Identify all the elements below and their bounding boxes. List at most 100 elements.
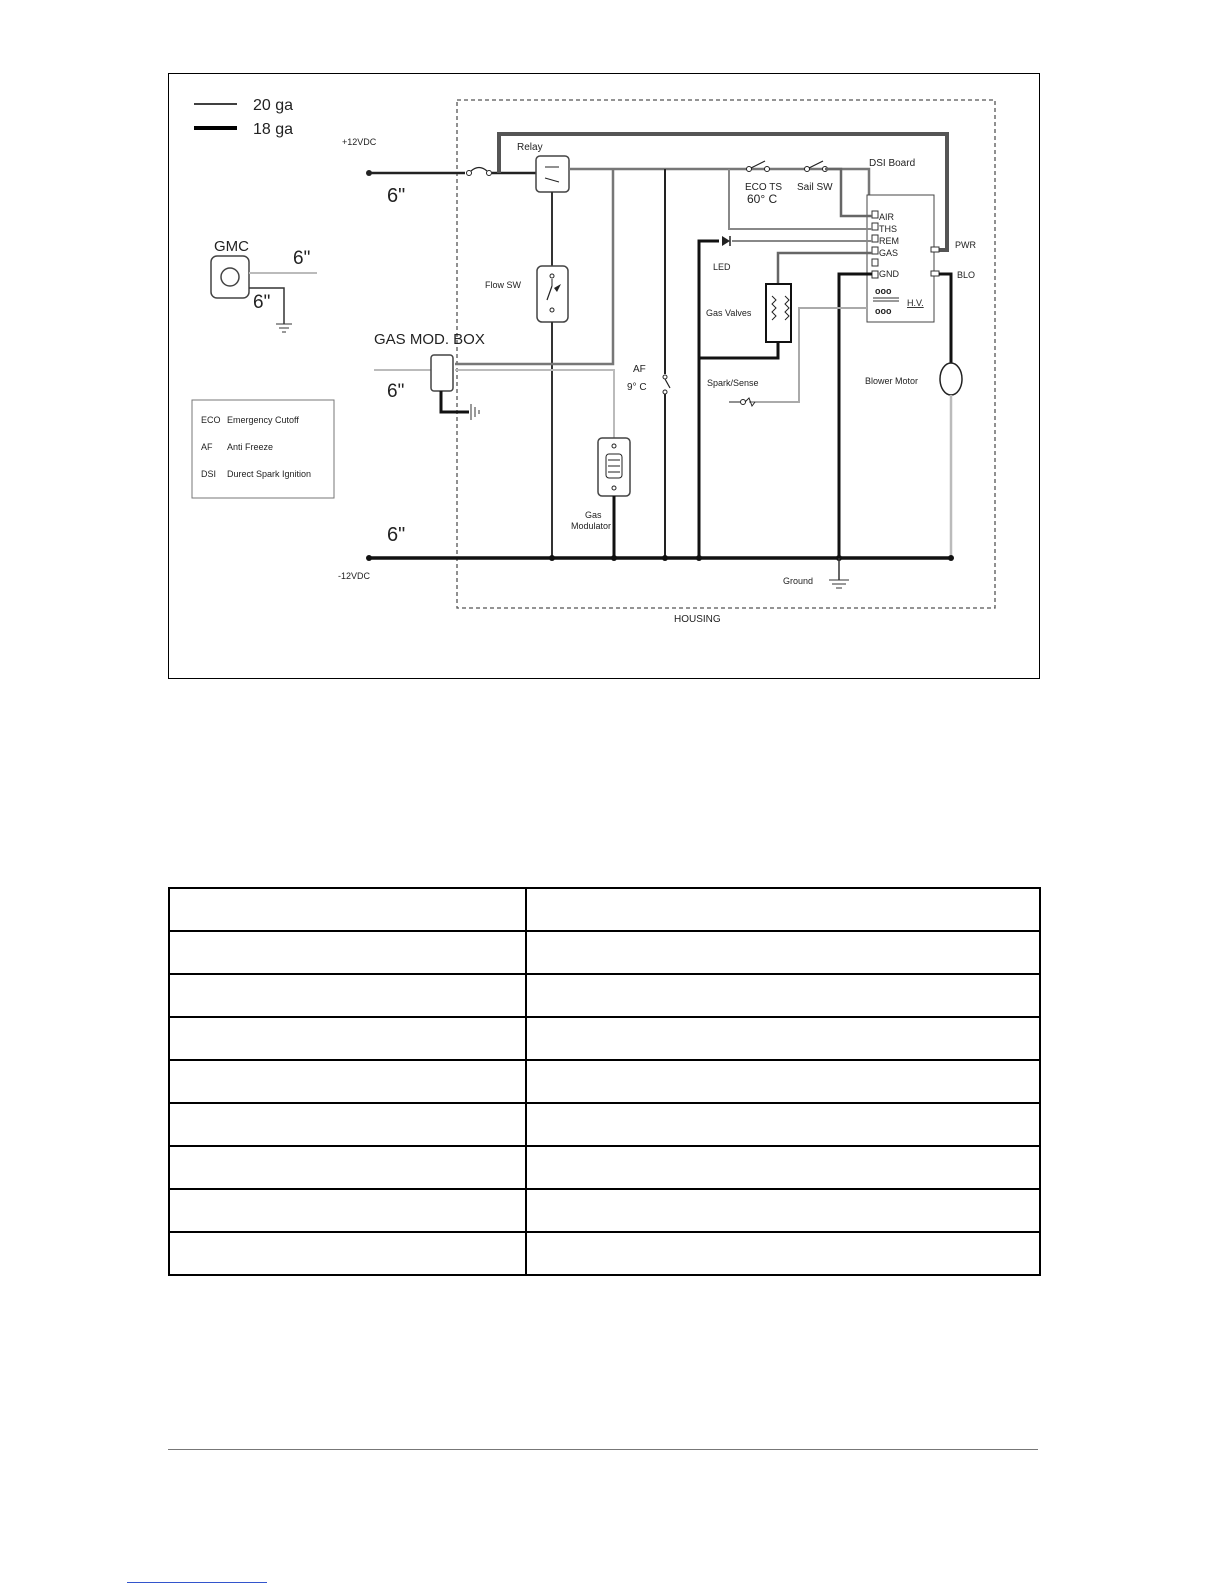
wiring-diagram-svg: 20 ga 18 ga HOUSING +12VDC 6" Relay ECO …	[191, 97, 996, 625]
table-row	[168, 887, 1041, 932]
gmod-power-wire	[455, 169, 615, 366]
table-cell	[525, 930, 1041, 975]
table-cell	[168, 1016, 527, 1061]
table-row	[168, 930, 1041, 975]
blo-wire	[939, 272, 953, 361]
plus12-label: +12VDC	[342, 137, 377, 147]
table-cell	[168, 1231, 527, 1276]
led-label: LED	[713, 262, 731, 272]
hv-label: H.V.	[907, 298, 924, 308]
gas-mod-box-length: 6"	[387, 381, 404, 402]
gmc-ground-wire	[249, 287, 285, 324]
minus12-terminal	[366, 555, 372, 561]
pwr-label: PWR	[955, 240, 976, 250]
ths-wire	[728, 169, 872, 230]
table-cell	[168, 930, 527, 975]
minus12-length: 6"	[387, 524, 405, 546]
eco-switch-contact	[746, 166, 752, 172]
spark-sense-icon	[744, 397, 756, 408]
dsi-pins	[871, 210, 879, 279]
pin-gnd-label: GND	[879, 269, 900, 279]
key-abbr-2: AF	[201, 442, 213, 452]
table-row	[168, 1016, 1041, 1061]
table-cell	[168, 887, 527, 932]
legend-thin-label: 20 ga	[253, 97, 293, 114]
gas-modulator-label-1: Gas	[585, 510, 602, 520]
ground-icon	[829, 579, 849, 589]
pin-rem-label: REM	[879, 236, 899, 246]
table-cell	[525, 887, 1041, 932]
gas-wire	[776, 251, 872, 284]
plus12-length: 6"	[387, 185, 405, 207]
table-cell	[168, 1102, 527, 1147]
gnd-wire	[837, 272, 872, 558]
housing-label: HOUSING	[674, 614, 721, 625]
minus12-label: -12VDC	[338, 571, 371, 581]
key-text-3: Durect Spark Ignition	[227, 469, 311, 479]
gas-mod-box-ground-wire	[439, 391, 469, 414]
eco-ts-label: ECO TS	[745, 182, 782, 193]
pin-ths-label: THS	[879, 224, 897, 234]
table-row	[168, 1188, 1041, 1233]
footer-link-underline[interactable]	[127, 1582, 267, 1583]
relay-icon	[535, 155, 570, 193]
led-icon	[722, 236, 730, 246]
key-abbr-1: ECO	[201, 415, 221, 425]
pwr-terminal	[930, 246, 940, 253]
air-wire	[825, 167, 872, 218]
gas-mod-box-ground-icon	[470, 404, 480, 420]
flow-sw-label: Flow SW	[485, 280, 522, 290]
pin-gas-label: GAS	[879, 248, 898, 258]
blo-label: BLO	[957, 270, 975, 280]
gas-valves-icon	[765, 283, 792, 343]
sail-switch-icon	[808, 160, 824, 169]
housing-outline	[456, 99, 996, 609]
table-cell	[525, 1188, 1041, 1233]
spark-sense-label: Spark/Sense	[707, 378, 759, 388]
wire-spec-table	[168, 887, 1041, 1276]
blower-motor-icon	[939, 362, 963, 396]
gmc-label: GMC	[214, 238, 249, 255]
table-cell	[525, 1102, 1041, 1147]
table-row	[168, 1145, 1041, 1190]
relay-label: Relay	[517, 142, 543, 153]
table-cell	[168, 1059, 527, 1104]
wiring-diagram: 20 ga 18 ga HOUSING +12VDC 6" Relay ECO …	[168, 73, 1040, 679]
table-cell	[168, 973, 527, 1018]
table-row	[168, 1102, 1041, 1147]
plus12-terminal	[366, 170, 372, 176]
table-cell	[525, 973, 1041, 1018]
table-cell	[525, 1231, 1041, 1276]
gmc-ground-icon	[276, 323, 292, 333]
gmc-length-1: 6"	[293, 248, 310, 269]
table-cell	[525, 1145, 1041, 1190]
dsi-board-label: DSI Board	[869, 158, 915, 169]
gmod-signal-wire	[455, 369, 615, 439]
key-text-1: Emergency Cutoff	[227, 415, 299, 425]
led-ground-wire	[697, 239, 719, 558]
table-cell	[168, 1145, 527, 1190]
table-row	[168, 1059, 1041, 1104]
blo-terminal	[930, 270, 940, 277]
af-label: AF	[633, 364, 646, 375]
gas-valve-wire	[699, 342, 780, 360]
sail-switch-contact	[804, 166, 810, 172]
footer-divider	[168, 1449, 1038, 1450]
key-text-2: Anti Freeze	[227, 442, 273, 452]
spark-wire	[749, 307, 867, 403]
sail-sw-label: Sail SW	[797, 182, 833, 193]
pwr-wire	[497, 132, 949, 252]
eco-switch-icon	[750, 160, 766, 169]
gas-modulator-label-2: Modulator	[571, 521, 611, 531]
gas-valves-label: Gas Valves	[706, 308, 752, 318]
table-row	[168, 973, 1041, 1018]
hv-coil-bottom: ooo	[875, 306, 892, 316]
af-temp-label: 9° C	[627, 382, 647, 393]
legend-thick-label: 18 ga	[253, 121, 293, 138]
eco-temp-label: 60° C	[747, 192, 777, 206]
key-box	[191, 399, 335, 499]
af-switch-icon	[664, 378, 671, 389]
gas-mod-box-icon	[430, 354, 454, 392]
table-row	[168, 1231, 1041, 1276]
gmc-length-2: 6"	[253, 292, 270, 313]
